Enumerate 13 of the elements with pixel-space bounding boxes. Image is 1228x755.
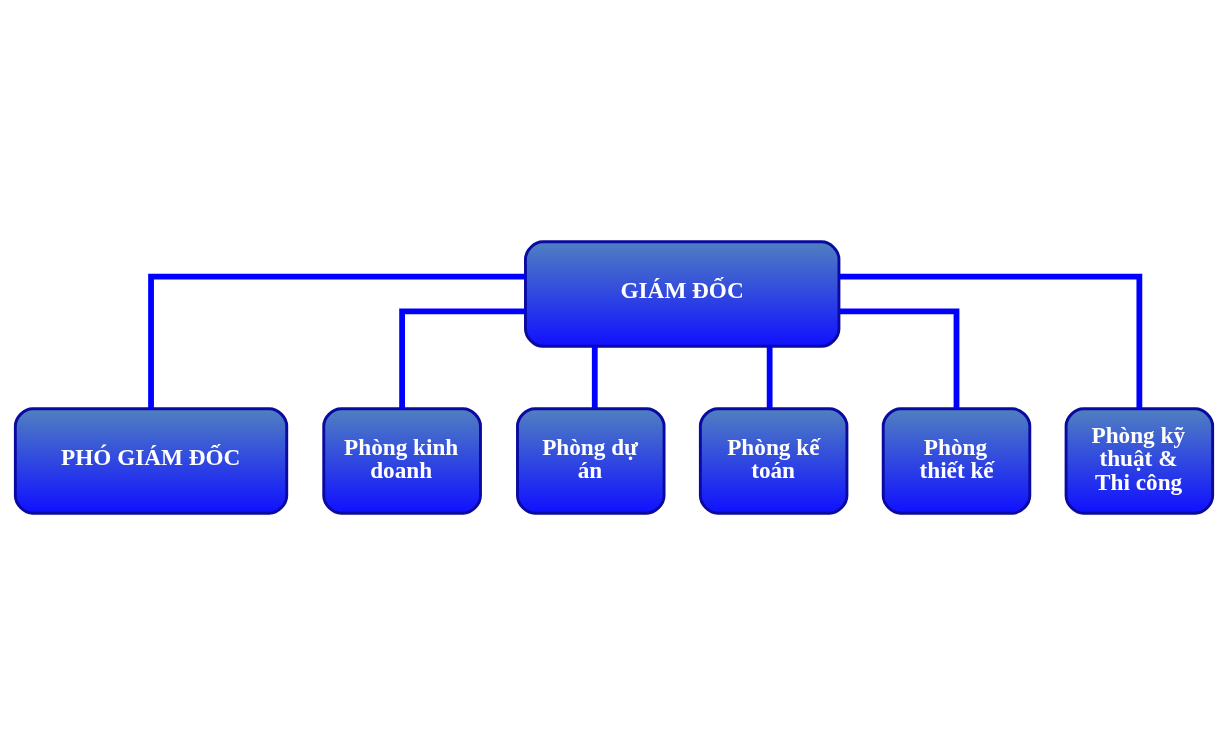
node-box: Phòng thiết kế (881, 407, 1032, 515)
node-box: Phòng kinh doanh (322, 407, 482, 515)
node-box: PHÓ GIÁM ĐỐC (13, 407, 289, 515)
connector (399, 308, 526, 409)
node-box: Phòng kế toán (698, 407, 849, 515)
node-box: Phòng kỹ thuật & Thi công (1064, 407, 1215, 515)
node-box: GIÁM ĐỐC (524, 240, 841, 348)
node-box: Phòng dự án (516, 407, 666, 515)
connector (839, 308, 960, 409)
connector (839, 273, 1143, 409)
connector (766, 346, 773, 409)
connector (591, 346, 598, 409)
connector (148, 273, 525, 409)
